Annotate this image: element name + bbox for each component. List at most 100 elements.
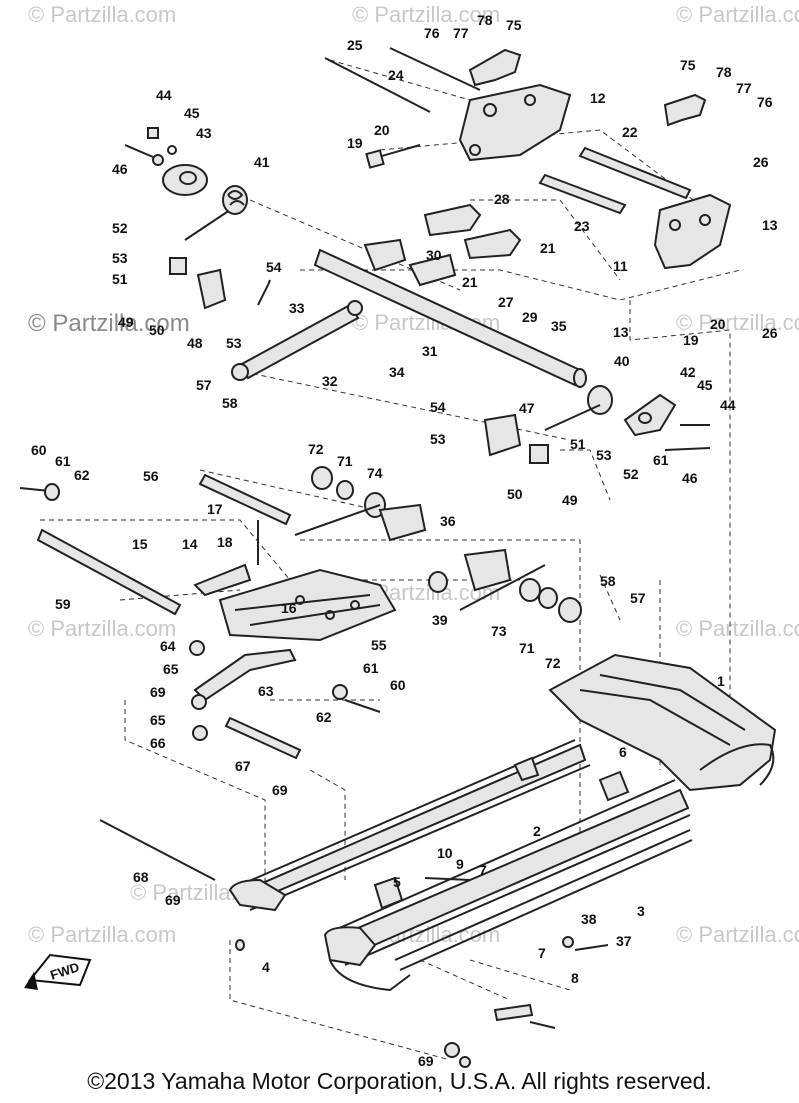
watermark: © Partzilla.com: [676, 310, 799, 335]
watermark: © Partzilla.com: [28, 2, 177, 27]
rear-arm-assembly: [124, 47, 732, 464]
callout: 57: [630, 590, 646, 606]
callout: 69: [272, 782, 288, 798]
fwd-arrow-icon: FWD: [24, 953, 92, 990]
callout: 75: [680, 57, 696, 73]
callout: 58: [600, 573, 616, 589]
callout: 33: [289, 300, 305, 316]
callout: 6: [619, 744, 627, 760]
callout: 29: [522, 309, 538, 325]
callout: 75: [506, 17, 522, 33]
callout: 53: [226, 335, 242, 351]
callout: 58: [222, 395, 238, 411]
callouts: 1 2 3 4 5 6 7 7 7 8 9 10 11 12 13 13 14 …: [31, 12, 778, 1069]
callout: 19: [347, 135, 363, 151]
callout: 21: [540, 240, 556, 256]
callout: 13: [762, 217, 778, 233]
callout: 39: [432, 612, 448, 628]
callout: 27: [498, 294, 514, 310]
callout: 77: [453, 25, 469, 41]
callout: 12: [590, 90, 606, 106]
callout: 40: [614, 353, 630, 369]
callout: 52: [112, 220, 128, 236]
callout: 53: [430, 431, 446, 447]
callout: 10: [437, 845, 453, 861]
callout: 15: [132, 536, 148, 552]
callout: 13: [613, 324, 629, 340]
callout: 31: [422, 343, 438, 359]
callout: 43: [196, 125, 212, 141]
callout: 35: [551, 318, 567, 334]
callout: 45: [697, 377, 713, 393]
callout: 26: [753, 154, 769, 170]
callout: 76: [757, 94, 773, 110]
callout: 9: [456, 856, 464, 872]
callout: 45: [184, 105, 200, 121]
watermark: © Partzilla.com: [28, 922, 177, 947]
callout: 44: [156, 87, 172, 103]
callout: 4: [262, 959, 270, 975]
callout: 22: [622, 124, 638, 140]
callout: 49: [118, 314, 134, 330]
callout: 62: [74, 467, 90, 483]
callout: 51: [570, 436, 586, 452]
callout: 59: [55, 596, 71, 612]
callout: 23: [574, 218, 590, 234]
callout: 14: [182, 536, 198, 552]
watermark: © Partzilla.com: [28, 310, 190, 337]
callout: 62: [316, 709, 332, 725]
copyright-notice: ©2013 Yamaha Motor Corporation, U.S.A. A…: [87, 1068, 712, 1094]
callout: 74: [367, 465, 383, 481]
callout: 7: [538, 945, 546, 961]
callout: 72: [308, 441, 324, 457]
callout: 53: [112, 250, 128, 266]
callout: 68: [133, 869, 149, 885]
callout: 67: [235, 758, 251, 774]
callout: 19: [683, 332, 699, 348]
callout: 76: [424, 25, 440, 41]
callout: 64: [160, 638, 176, 654]
callout: 56: [143, 468, 159, 484]
callout: 30: [426, 247, 442, 263]
callout: 16: [281, 600, 297, 616]
callout: 69: [150, 684, 166, 700]
callout: 44: [720, 397, 736, 413]
callout: 2: [533, 823, 541, 839]
callout: 42: [680, 364, 696, 380]
callout: 1: [717, 673, 725, 689]
callout: 41: [254, 154, 270, 170]
callout: 53: [596, 447, 612, 463]
callout: 17: [207, 501, 223, 517]
callout: 34: [389, 364, 405, 380]
callout: 55: [371, 637, 387, 653]
callout: 5: [393, 874, 401, 890]
callout: 28: [494, 191, 510, 207]
callout: 57: [196, 377, 212, 393]
callout: 54: [266, 259, 282, 275]
callout: 8: [571, 970, 579, 986]
callout: 65: [150, 712, 166, 728]
callout: 78: [716, 64, 732, 80]
callout: 54: [430, 399, 446, 415]
callout: 66: [150, 735, 166, 751]
callout: 60: [31, 442, 47, 458]
callout: 38: [581, 911, 597, 927]
watermark: © Partzilla.com: [352, 2, 501, 27]
callout: 46: [682, 470, 698, 486]
callout: 69: [165, 892, 181, 908]
callout: 7: [479, 862, 487, 878]
callout: 51: [112, 271, 128, 287]
callout: 24: [388, 67, 404, 83]
callout: 46: [112, 161, 128, 177]
callout: 11: [613, 258, 628, 274]
callout: 63: [258, 683, 274, 699]
callout: 37: [616, 933, 632, 949]
slide-rail-assembly: [228, 653, 777, 1068]
callout: 72: [545, 655, 561, 671]
callout: 18: [217, 534, 233, 550]
watermark: © Partzilla.com: [28, 616, 177, 641]
callout: 61: [653, 452, 669, 468]
callout: 71: [519, 640, 535, 656]
